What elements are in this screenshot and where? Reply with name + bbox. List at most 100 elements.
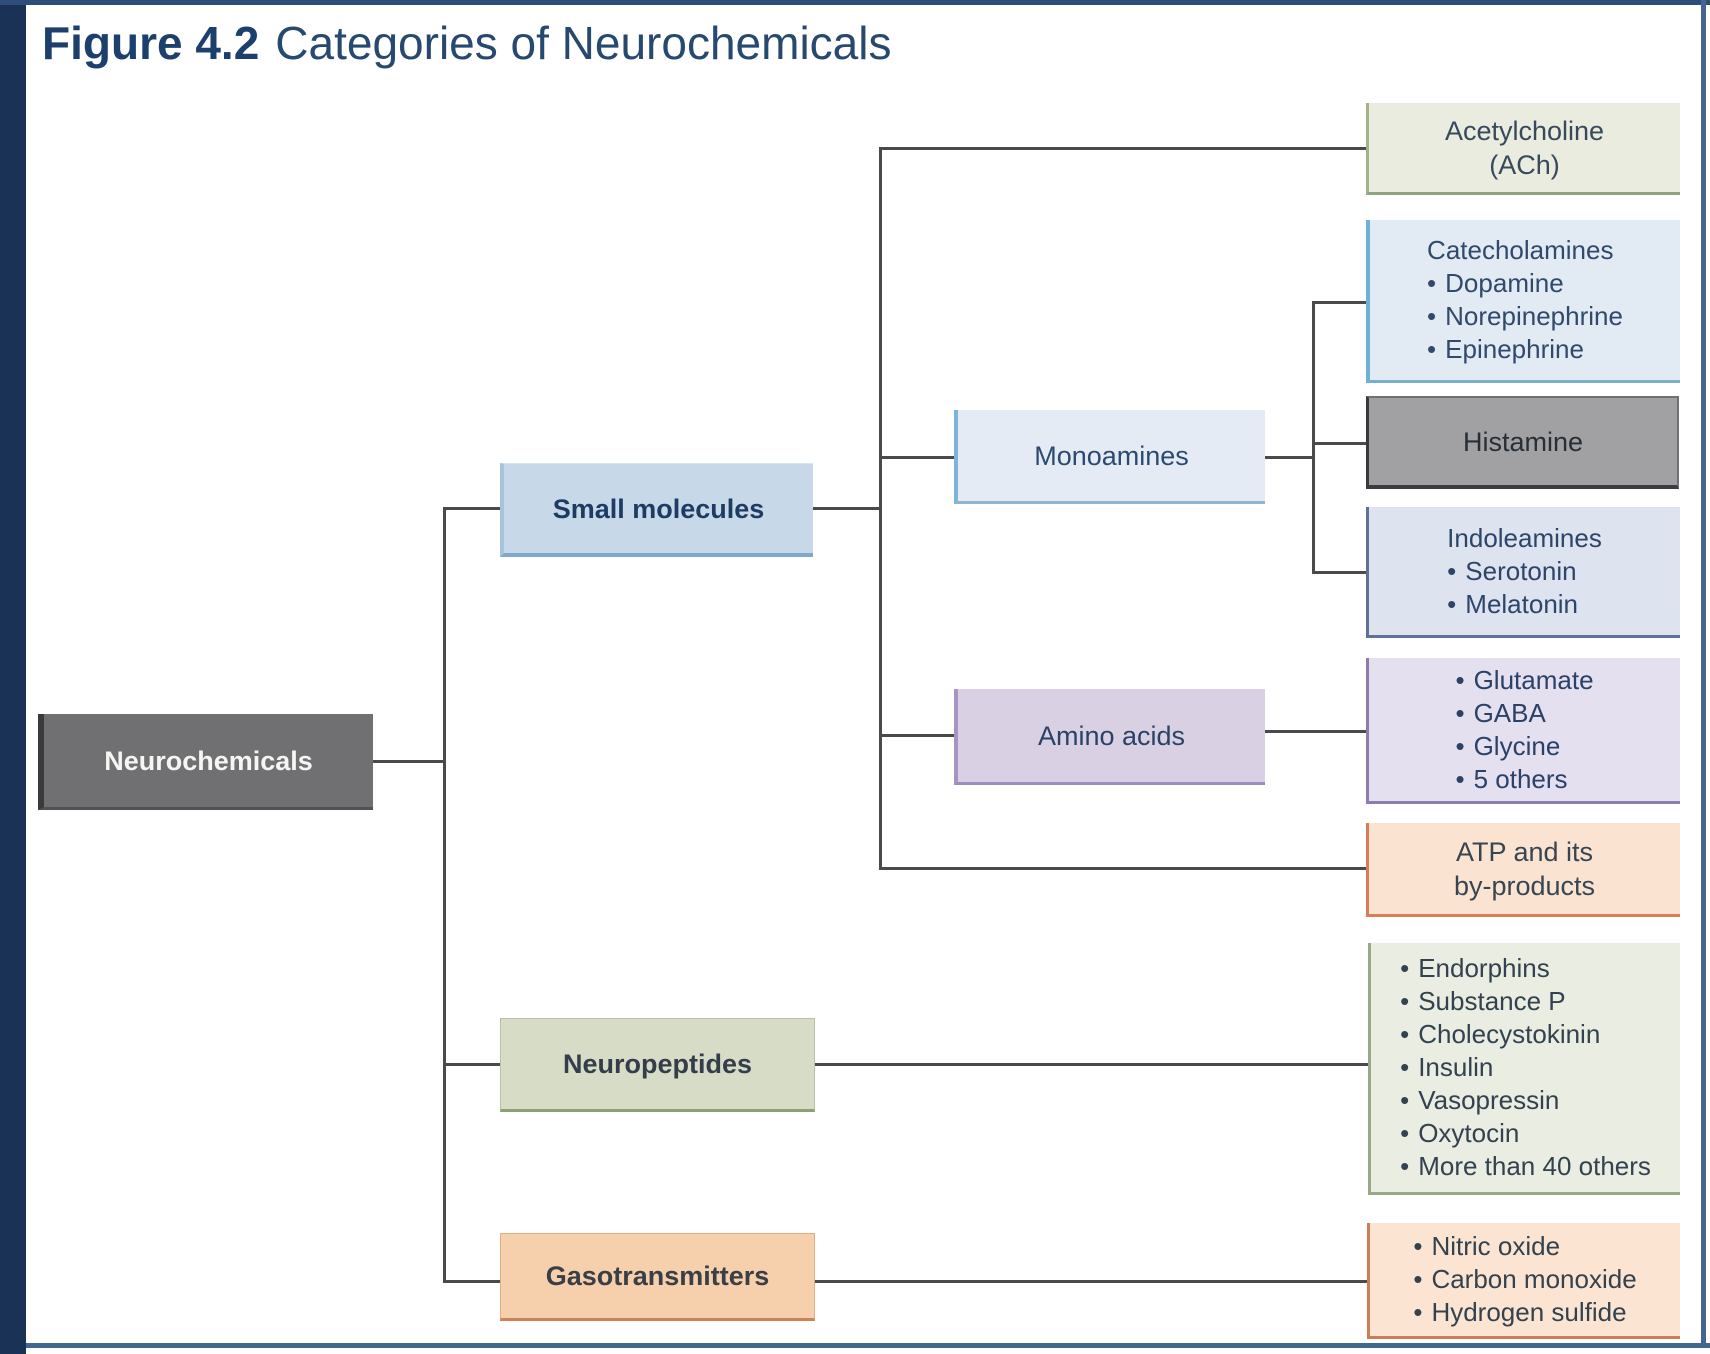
- bullet-item: • Insulin: [1400, 1051, 1651, 1084]
- bullet-list: •Endorphins•Substance P•Cholecystokinin•…: [1400, 952, 1651, 1183]
- connector-main-trunk: [443, 507, 446, 1283]
- connector-small-molecules-stub: [813, 507, 881, 510]
- node-neuropeptides: Neuropeptides: [500, 1018, 815, 1112]
- left-accent-bar: [0, 0, 26, 1354]
- bullet-icon: •: [1413, 1231, 1423, 1261]
- connector-to-indoleamines: [1312, 571, 1366, 574]
- item-text: Melatonin: [1465, 588, 1579, 619]
- node-label: Amino acids: [1037, 720, 1186, 751]
- bullet-item: • GABA: [1455, 697, 1593, 730]
- list-block: •Glutamate•GABA•Glycine•5 others: [1455, 664, 1593, 796]
- node-gasotransmitters: Gasotransmitters: [500, 1233, 815, 1321]
- node-label: Monoamines: [1034, 440, 1189, 471]
- bullet-icon: •: [1427, 334, 1437, 364]
- connector-to-monoamines: [879, 456, 954, 459]
- bullet-item: •Carbon monoxide: [1413, 1263, 1636, 1296]
- connector-monoamines-trunk: [1312, 301, 1315, 574]
- connector-gasotransmitters-stub: [813, 1280, 1367, 1283]
- bullet-list: •Glutamate•GABA•Glycine•5 others: [1455, 664, 1593, 796]
- bullet-icon: •: [1455, 664, 1465, 695]
- text-line: by-products: [1454, 869, 1595, 903]
- list-block: Indoleamines •Serotonin•Melatonin: [1447, 522, 1602, 621]
- node-gasotransmitter-list: •Nitric oxide•Carbon monoxide•Hydrogen s…: [1367, 1223, 1680, 1339]
- bullet-icon: •: [1400, 1151, 1410, 1181]
- list-title: Catecholamines: [1427, 235, 1614, 265]
- item-text: (ACh): [1489, 149, 1560, 180]
- bullet-item: •Endorphins: [1400, 952, 1651, 985]
- item-text: Glutamate: [1473, 664, 1594, 695]
- text-line: ATP and its: [1454, 835, 1595, 869]
- bullet-icon: •: [1455, 730, 1465, 761]
- bullet-list: •Serotonin•Melatonin: [1447, 555, 1602, 621]
- connector-small-molecules-trunk: [879, 147, 882, 870]
- bullet-item: • More than 40 others: [1400, 1150, 1651, 1183]
- bullet-item: • Cholecystokinin: [1400, 1018, 1651, 1051]
- bullet-item: •Norepinephrine: [1427, 300, 1623, 333]
- item-text: Hydrogen sulfide: [1431, 1297, 1627, 1327]
- item-text: ATP and its: [1455, 836, 1594, 867]
- node-label: Histamine: [1462, 426, 1584, 457]
- item-text: Norepinephrine: [1445, 301, 1623, 331]
- connector-to-catecholamines: [1312, 301, 1366, 304]
- bullet-item: • Epinephrine: [1427, 333, 1623, 366]
- item-text: More than 40 others: [1418, 1151, 1651, 1181]
- bullet-icon: •: [1413, 1264, 1423, 1294]
- node-small-molecules: Small molecules: [500, 463, 813, 557]
- bullet-icon: •: [1400, 1019, 1410, 1049]
- item-text: Acetylcholine: [1444, 115, 1605, 146]
- bullet-item: •Hydrogen sulfide: [1413, 1296, 1636, 1329]
- bullet-item: • Melatonin: [1447, 588, 1602, 621]
- bullet-icon: •: [1400, 1085, 1410, 1115]
- node-neuropeptide-list: •Endorphins•Substance P•Cholecystokinin•…: [1368, 943, 1680, 1195]
- bullet-icon: •: [1447, 588, 1457, 619]
- node-amino-acids: Amino acids: [954, 689, 1265, 785]
- connector-to-acetylcholine: [879, 147, 1366, 150]
- text-line: (ACh): [1445, 148, 1604, 182]
- bullet-list: • Dopamine•Norepinephrine• Epinephrine: [1427, 267, 1623, 366]
- node-acetylcholine: Acetylcholine(ACh): [1366, 103, 1680, 195]
- connector-neuropeptides-stub: [815, 1063, 1368, 1066]
- figure-caption: Categories of Neurochemicals: [275, 17, 892, 69]
- figure-top-border: [0, 0, 1710, 5]
- bullet-icon: •: [1447, 555, 1457, 586]
- bullet-item: •Vasopressin: [1400, 1084, 1651, 1117]
- node-label: Gasotransmitters: [545, 1261, 770, 1291]
- node-label: Neurochemicals: [104, 745, 313, 776]
- bullet-item: • Glutamate: [1455, 664, 1593, 697]
- connector-amino-acids-stub: [1265, 730, 1366, 733]
- connector-to-atp: [879, 867, 1366, 870]
- item-text: Cholecystokinin: [1418, 1019, 1601, 1049]
- item-text: Nitric oxide: [1431, 1231, 1561, 1261]
- node-neurochemicals: Neurochemicals: [38, 714, 373, 810]
- bullet-icon: •: [1455, 763, 1465, 794]
- connector-to-histamine: [1312, 442, 1366, 445]
- bullet-item: •Substance P: [1400, 985, 1651, 1018]
- text-lines: Acetylcholine(ACh): [1445, 114, 1604, 182]
- bullet-icon: •: [1400, 1052, 1410, 1082]
- item-text: Endorphins: [1418, 953, 1550, 983]
- bullet-icon: •: [1455, 697, 1465, 728]
- node-monoamines: Monoamines: [954, 410, 1265, 504]
- node-catecholamines: Catecholamines •Dopamine•Norepinephrine•…: [1366, 220, 1680, 383]
- item-text: GABA: [1473, 697, 1546, 728]
- item-text: Insulin: [1418, 1052, 1494, 1082]
- item-text: by-products: [1453, 870, 1596, 901]
- item-text: 5 others: [1473, 763, 1568, 794]
- connector-monoamines-stub: [1265, 456, 1315, 459]
- bullet-list: •Nitric oxide•Carbon monoxide•Hydrogen s…: [1413, 1230, 1636, 1329]
- item-text: Dopamine: [1445, 268, 1564, 298]
- bullet-item: •Oxytocin: [1400, 1117, 1651, 1150]
- bullet-icon: •: [1400, 1118, 1410, 1148]
- connector-to-gasotransmitters: [443, 1280, 501, 1283]
- item-text: Epinephrine: [1445, 334, 1584, 364]
- figure-right-border: [1701, 0, 1706, 1348]
- bullet-item: • Dopamine: [1427, 267, 1623, 300]
- list-block: •Endorphins•Substance P•Cholecystokinin•…: [1400, 952, 1651, 1183]
- connector-to-neuropeptides: [443, 1063, 501, 1066]
- bullet-item: •Glycine: [1455, 730, 1593, 763]
- bullet-icon: •: [1427, 268, 1437, 298]
- node-label: Neuropeptides: [562, 1049, 753, 1079]
- list-block: Catecholamines •Dopamine•Norepinephrine•…: [1427, 234, 1623, 366]
